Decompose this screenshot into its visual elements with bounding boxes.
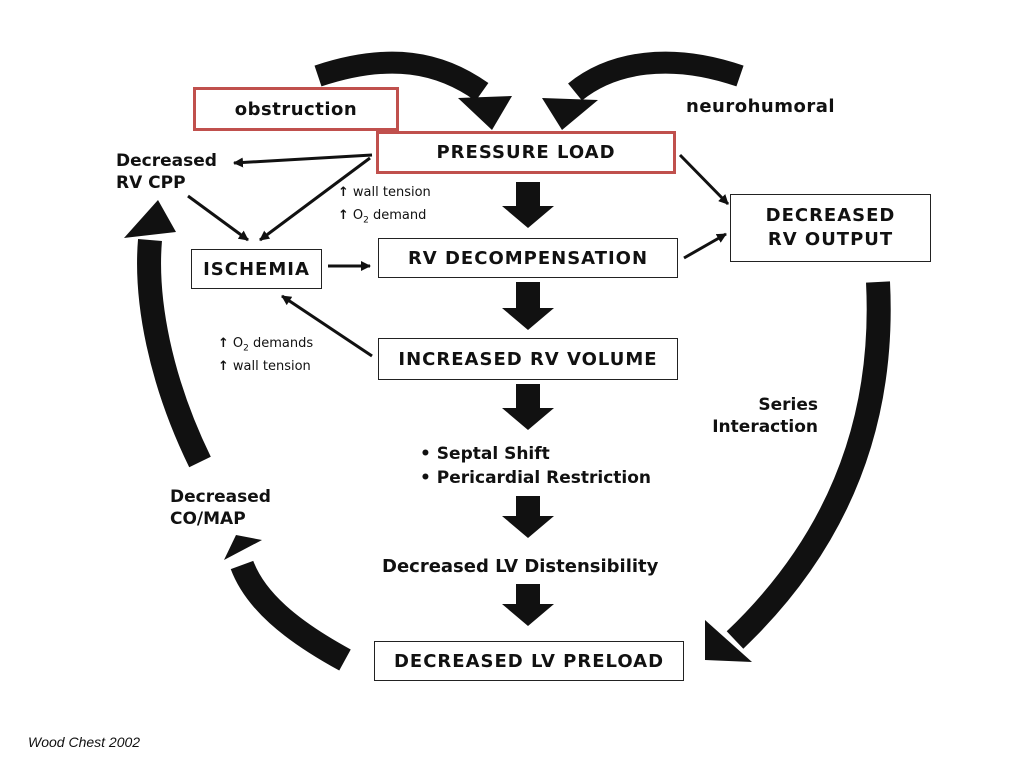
up-arrow-icon: ↑: [218, 336, 229, 351]
pressure-load-label: PRESSURE LOAD: [436, 142, 616, 163]
note-o2-demands-mid: ↑O2 demands: [218, 336, 313, 354]
rvvolume-to-ischemia-arrow: [281, 294, 373, 358]
rv-decompensation-label: RV DECOMPENSATION: [407, 247, 649, 269]
bullet-septal-shift: • Septal Shift: [420, 444, 550, 464]
bullet-pericardial-restriction: • Pericardial Restriction: [420, 468, 651, 488]
citation: Wood Chest 2002: [28, 734, 141, 750]
left-loop-arrow: [137, 239, 211, 468]
right-loop-arrowhead: [705, 620, 752, 662]
decreased-rv-output-line2: RV OUTPUT: [767, 229, 894, 250]
neurohumoral-label: neurohumoral: [686, 96, 836, 117]
up-arrow-icon: ↑: [338, 208, 349, 223]
decreased-co-map-line2: CO/MAP: [170, 509, 246, 529]
note-wall-tension-top-text: wall tension: [352, 185, 431, 200]
decreased-rv-output-box: DECREASED RV OUTPUT: [730, 194, 931, 262]
ischemia-label: ISCHEMIA: [203, 258, 310, 280]
neurohumoral-curved-arrow: [568, 51, 744, 101]
note-wall-tension-mid-text: wall tension: [232, 359, 311, 374]
o2-sub-mid: 2: [243, 343, 249, 354]
decreased-rv-cpp-label: Decreased RV CPP: [116, 150, 217, 194]
decreased-co-map-line1: Decreased: [170, 487, 271, 507]
series-interaction-label: Series Interaction: [700, 394, 818, 438]
obstruction-curved-arrow: [314, 51, 489, 102]
obstruction-label: obstruction: [234, 98, 358, 120]
pressure-to-rvcpp-arrow: [233, 153, 373, 168]
increased-rv-volume-box: INCREASED RV VOLUME: [378, 338, 678, 380]
decreased-rv-output-line1: DECREASED: [765, 205, 896, 226]
series-interaction-line1: Series: [758, 395, 818, 415]
pressure-to-ischemia-arrow: [259, 156, 371, 242]
o2-demand-suffix: demand: [368, 208, 427, 223]
pressure-load-box: PRESSURE LOAD: [376, 131, 676, 174]
center-down-arrows: [502, 182, 554, 626]
rvdecomp-to-rvoutput-arrow: [683, 232, 727, 260]
decreased-lv-preload-label: DECREASED LV PRELOAD: [393, 650, 665, 672]
increased-rv-volume-label: INCREASED RV VOLUME: [398, 348, 658, 370]
up-arrow-icon: ↑: [338, 185, 349, 200]
rv-decompensation-box: RV DECOMPENSATION: [378, 238, 678, 278]
pressure-to-rvoutput-arrow: [678, 153, 730, 206]
series-interaction-line2: Interaction: [712, 417, 818, 437]
rvcpp-to-ischemia-arrow: [187, 194, 249, 242]
o2-sub: 2: [363, 215, 369, 226]
up-arrow-icon: ↑: [218, 359, 229, 374]
decreased-co-map-label: Decreased CO/MAP: [170, 486, 271, 530]
neurohumoral-arrowhead: [542, 98, 598, 130]
o2-prefix-mid: O: [232, 336, 244, 351]
note-o2-demand-top: ↑O2 demand: [338, 208, 426, 226]
bullet-dot: •: [420, 468, 431, 488]
obstruction-arrowhead: [458, 96, 512, 130]
decreased-rv-cpp-line1: Decreased: [116, 151, 217, 171]
ischemia-box: ISCHEMIA: [191, 249, 322, 289]
note-wall-tension-mid: ↑wall tension: [218, 359, 311, 374]
bullet-text: Pericardial Restriction: [436, 468, 652, 488]
bullet-dot: •: [420, 444, 431, 464]
decreased-rv-cpp-line2: RV CPP: [116, 173, 186, 193]
o2-demands-suffix: demands: [248, 336, 314, 351]
preload-to-co-arrowhead: [224, 535, 262, 560]
o2-prefix: O: [352, 208, 364, 223]
preload-to-co-arrow: [230, 560, 351, 671]
left-loop-arrowhead: [124, 200, 176, 238]
note-wall-tension-top: ↑wall tension: [338, 185, 431, 200]
right-loop-arrow: [726, 281, 891, 649]
bullet-text: Septal Shift: [436, 444, 550, 464]
decreased-lv-preload-box: DECREASED LV PRELOAD: [374, 641, 684, 681]
obstruction-box: obstruction: [193, 87, 399, 131]
decreased-lv-distensibility-label: Decreased LV Distensibility: [382, 556, 659, 577]
